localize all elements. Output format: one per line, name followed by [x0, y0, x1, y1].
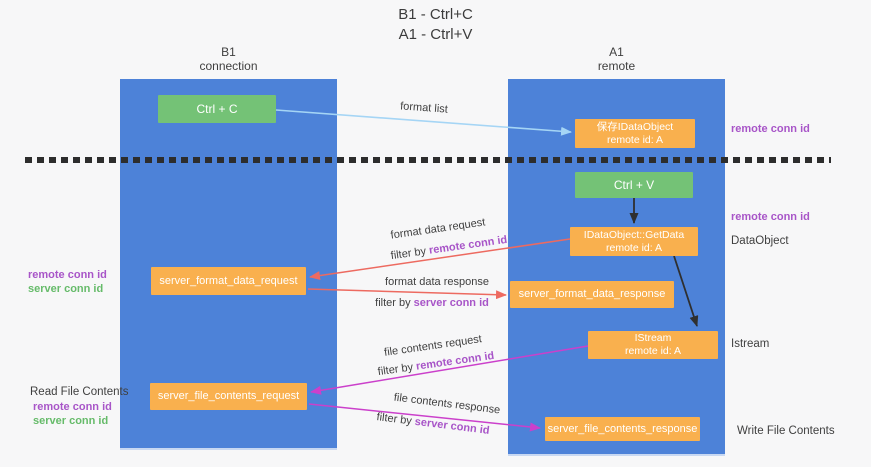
box-istream: IStream remote id: A	[588, 331, 718, 359]
server-format-data-request-label: server_format_data_request	[159, 274, 298, 287]
box-save-dataobject: 保存IDataObject remote id: A	[575, 119, 695, 148]
side-label-read-file-contents: Read File Contents	[30, 386, 129, 398]
page-title: B1 - Ctrl+C A1 - Ctrl+V	[0, 5, 871, 45]
side-label-istream: Istream	[731, 338, 770, 350]
getdata-line2: remote id: A	[605, 241, 663, 254]
label-file-contents-response-filter: filter by server conn id	[376, 411, 490, 437]
lane-b1-name: B1	[221, 45, 236, 59]
filter-key-server-conn-id: server conn id	[414, 415, 491, 437]
lane-header-a1: A1 remote	[508, 45, 725, 73]
side-label-left-server-conn-id-bottom: server conn id	[33, 415, 109, 427]
filter-key-remote-conn-id: remote conn id	[415, 349, 495, 373]
box-ctrl-c: Ctrl + C	[158, 95, 276, 123]
label-format-list: format list	[399, 100, 449, 116]
title-line1: B1 - Ctrl+C	[398, 6, 473, 23]
filter-by-text: filter by	[375, 411, 416, 428]
label-file-contents-response: file contents response	[393, 391, 501, 417]
side-label-left-server-conn-id-top: server conn id	[28, 283, 104, 295]
ctrl-v-label: Ctrl + V	[613, 178, 655, 192]
side-label-remote-conn-id-mid: remote conn id	[731, 211, 810, 223]
title-line2: A1 - Ctrl+V	[398, 26, 473, 43]
lane-b1-role: connection	[199, 59, 258, 73]
save-dataobject-line2: remote id: A	[606, 133, 664, 146]
getdata-line1: IDataObject::GetData	[583, 228, 685, 241]
box-server-format-data-request: server_format_data_request	[151, 267, 306, 295]
filter-by-text: filter by	[390, 244, 430, 263]
side-label-left-remote-conn-id-bottom: remote conn id	[33, 401, 112, 413]
server-file-contents-response-label: server_file_contents_response	[547, 422, 698, 435]
filter-key-remote-conn-id: remote conn id	[428, 233, 508, 257]
box-server-file-contents-request: server_file_contents_request	[150, 383, 307, 410]
save-dataobject-line1: 保存IDataObject	[596, 120, 674, 133]
side-label-write-file-contents: Write File Contents	[737, 425, 835, 437]
box-ctrl-v: Ctrl + V	[575, 172, 693, 198]
istream-line1: IStream	[634, 332, 672, 344]
label-format-data-response-filter: filter by server conn id	[375, 297, 489, 309]
istream-line2: remote id: A	[624, 345, 682, 357]
box-server-file-contents-response: server_file_contents_response	[545, 417, 700, 441]
box-idataobject-getdata: IDataObject::GetData remote id: A	[570, 227, 698, 256]
lane-a1-role: remote	[597, 59, 636, 73]
server-format-data-response-label: server_format_data_response	[518, 288, 666, 300]
filter-key-server-conn-id: server conn id	[413, 297, 489, 309]
label-format-data-response: format data response	[385, 276, 489, 288]
lane-header-b1: B1 connection	[120, 45, 337, 73]
box-server-format-data-response: server_format_data_response	[510, 281, 674, 308]
arrow-format-data-response	[307, 288, 507, 300]
side-label-dataobject: DataObject	[731, 235, 789, 247]
lane-a1-name: A1	[609, 45, 624, 59]
side-label-remote-conn-id-top: remote conn id	[731, 123, 810, 135]
filter-by-text: filter by	[377, 360, 417, 379]
ctrl-c-label: Ctrl + C	[196, 102, 238, 116]
side-label-left-remote-conn-id-top: remote conn id	[28, 269, 107, 281]
filter-by-text: filter by	[375, 297, 414, 309]
server-file-contents-request-label: server_file_contents_request	[157, 390, 300, 402]
